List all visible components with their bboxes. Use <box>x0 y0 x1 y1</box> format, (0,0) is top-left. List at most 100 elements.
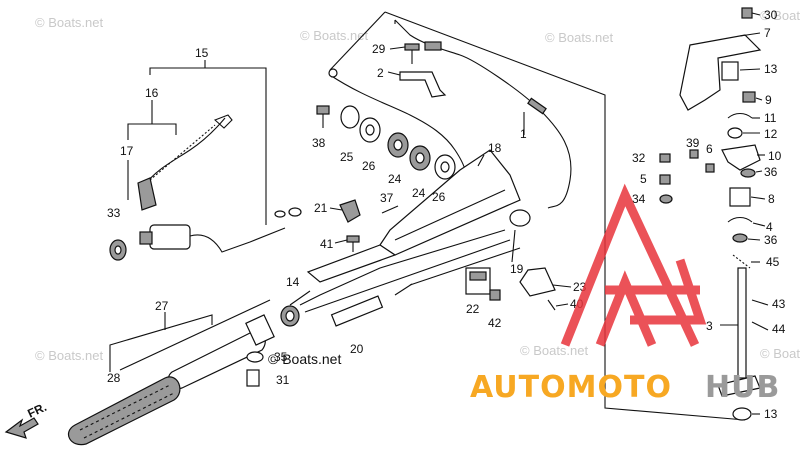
part-number: 2 <box>377 66 384 80</box>
lower-bracket <box>717 375 761 397</box>
washer-34 <box>659 194 673 204</box>
cable-bracket <box>399 71 447 98</box>
part-number: 27 <box>155 299 169 313</box>
throttle-rod-19 <box>409 247 521 286</box>
wire-terminal <box>274 210 286 218</box>
frame-line <box>119 299 271 371</box>
part-number: 10 <box>768 149 782 163</box>
tiller-handle <box>379 149 521 256</box>
leader-15 <box>149 67 267 225</box>
nut-9 <box>742 91 756 103</box>
part-numbers: 1 2 3 4 5 6 7 8 9 10 11 12 13 13 14 15 1… <box>107 8 786 421</box>
part-number: 38 <box>312 136 326 150</box>
spring-4 <box>727 216 753 223</box>
pin-44 <box>751 321 769 331</box>
part-number: 33 <box>107 206 121 220</box>
part-number: 31 <box>276 373 290 387</box>
part-number: 16 <box>145 86 159 100</box>
part-number: 12 <box>764 127 778 141</box>
part-number: 8 <box>768 192 775 206</box>
bolt-40 <box>547 299 556 311</box>
shaft-3 <box>737 267 747 379</box>
part-number: 11 <box>764 111 777 125</box>
brand-name-part2: HUB <box>705 370 780 405</box>
bracket-7 <box>679 34 762 111</box>
control-shaft <box>304 239 511 313</box>
control-shaft <box>299 229 506 306</box>
friction-lever <box>339 199 361 223</box>
part-number: 45 <box>766 255 780 269</box>
cord-clip <box>213 114 233 129</box>
nut-5 <box>659 174 671 185</box>
bolt-30 <box>741 7 753 19</box>
stop-switch <box>149 224 191 250</box>
part-number: 19 <box>510 262 524 276</box>
part-number: 44 <box>772 322 786 336</box>
part-number: 25 <box>340 150 354 164</box>
grip-collar-14-hole <box>285 310 295 322</box>
bolt-29-head <box>404 43 420 51</box>
spring-washer-24-hole <box>415 152 425 164</box>
frame-line <box>329 11 386 71</box>
part-number: 41 <box>320 237 334 251</box>
part-number: 24 <box>412 186 426 200</box>
part-number: 42 <box>488 316 502 330</box>
spring-washer-24-hole <box>393 139 403 151</box>
brand-logo <box>560 183 707 347</box>
inner-shaft-20 <box>330 295 384 327</box>
clip-6 <box>705 163 715 173</box>
grip-texture <box>79 384 175 439</box>
part-number: 24 <box>388 172 402 186</box>
throttle-rod-19 <box>394 283 413 296</box>
outer-grip-28 <box>67 376 181 446</box>
part-number: 29 <box>372 42 386 56</box>
collar-13 <box>721 61 739 81</box>
part-number: 20 <box>350 342 364 356</box>
wire-terminal <box>288 207 302 217</box>
diagram-watermark: © Boats.net <box>268 351 341 367</box>
screw-41-head <box>346 235 360 243</box>
part-number: 7 <box>764 26 771 40</box>
part-number: 15 <box>195 46 209 60</box>
coiled-cord <box>144 117 226 186</box>
lever-10 <box>721 144 761 171</box>
part-number: 26 <box>432 190 446 204</box>
handle-end-collar <box>509 209 531 227</box>
bolt-38-head <box>316 105 330 115</box>
part-number: 30 <box>764 8 778 22</box>
leader-16 <box>127 123 177 140</box>
leader-27-28 <box>109 314 213 372</box>
watermark: © Boats.net <box>545 30 614 45</box>
part-number: 13 <box>764 62 778 76</box>
watermark: © Boats.net <box>300 28 369 43</box>
screw-31 <box>246 369 260 387</box>
washer-36 <box>732 233 748 243</box>
part-number: 28 <box>107 371 121 385</box>
part-number: 17 <box>120 144 134 158</box>
washer-36 <box>740 168 756 178</box>
stop-switch-nut <box>139 231 153 245</box>
grip-sleeve <box>245 314 275 346</box>
part-number: 6 <box>706 142 713 156</box>
washer-35 <box>246 351 264 363</box>
watermark: © Boats.net <box>760 346 800 361</box>
part-number: 26 <box>362 159 376 173</box>
coil <box>149 124 216 181</box>
part-number: 39 <box>686 136 700 150</box>
switch-wire <box>189 227 286 253</box>
part-number: 13 <box>764 407 778 421</box>
spring-45 <box>732 254 751 269</box>
block-8 <box>729 187 751 207</box>
part-number: 32 <box>632 151 646 165</box>
part-number: 14 <box>286 275 300 289</box>
nut-42 <box>489 289 501 301</box>
part-number: 34 <box>632 192 646 206</box>
part-number: 37 <box>380 191 394 205</box>
brand-name-part1: AUTOMOTO <box>470 370 672 405</box>
washer-26-hole <box>365 124 375 136</box>
watermark: © Boats.net <box>35 15 104 30</box>
block-22-top <box>469 271 487 281</box>
wire-eye <box>328 68 338 78</box>
direction-label: FR. <box>25 400 48 421</box>
